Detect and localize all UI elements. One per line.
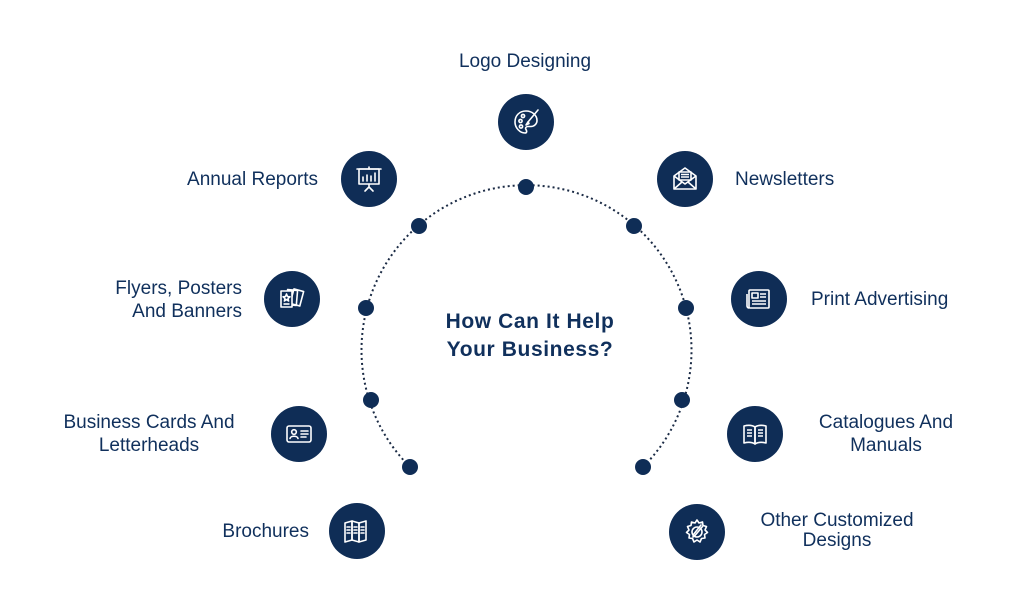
center-title-line-2: Your Business? [446, 338, 614, 361]
arc-dot [518, 179, 534, 195]
other-customized-designs-node [669, 504, 725, 560]
arc-dot [635, 459, 651, 475]
arc-dot [363, 392, 379, 408]
annual-reports-label: Annual Reports [187, 169, 318, 190]
brochure-icon [344, 520, 367, 543]
catalogues-and-manuals-node [727, 406, 783, 462]
envelope-icon [673, 167, 697, 190]
center-title-line-1: How Can It Help [445, 310, 615, 333]
palette-icon [514, 109, 539, 134]
arc-dot [678, 300, 694, 316]
newsletters-node [657, 151, 713, 207]
center-title: How Can It Help Your Business? [400, 308, 660, 364]
flyers-posters-banners-node [264, 271, 320, 327]
arc-dot [402, 459, 418, 475]
brochures-label: Brochures [222, 521, 309, 542]
logo-designing-label: Logo Designing [458, 51, 592, 72]
gear-pen-icon [685, 519, 709, 543]
open-book-icon [743, 424, 767, 445]
print-advertising-label: Print Advertising [811, 289, 949, 310]
annual-reports-node [341, 151, 397, 207]
id-card-icon [286, 425, 312, 443]
arc-dot [626, 218, 642, 234]
business-cards-letterheads-label: Business Cards And Letterheads [63, 412, 235, 456]
brochures-node [329, 503, 385, 559]
posters-icon [280, 288, 305, 308]
presentation-chart-icon [356, 166, 382, 192]
business-cards-letterheads-node [271, 406, 327, 462]
newspaper-icon [746, 289, 770, 309]
catalogues-and-manuals-label: Catalogues And Manuals [818, 412, 954, 456]
other-customized-designs-label: Other Customized Designs [760, 510, 914, 551]
arc-dot [358, 300, 374, 316]
print-advertising-node [731, 271, 787, 327]
logo-designing-node [498, 94, 554, 150]
newsletters-label: Newsletters [735, 169, 835, 190]
arc-dot [674, 392, 690, 408]
flyers-posters-banners-label: Flyers, Posters And Banners [115, 278, 242, 322]
arc-dot [411, 218, 427, 234]
